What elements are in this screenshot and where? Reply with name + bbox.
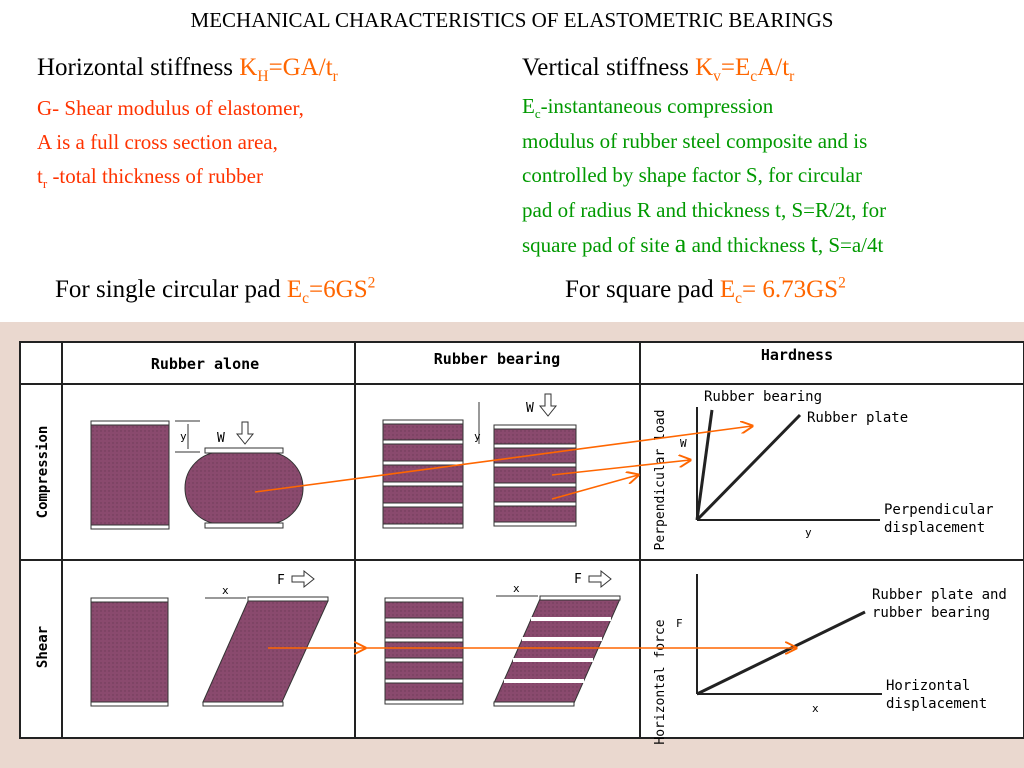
graph1-curve1-label: Rubber bearing — [704, 389, 822, 405]
svg-text:F: F — [277, 573, 285, 588]
svg-text:F: F — [676, 617, 683, 630]
bearing-characteristics-figure: Rubber alone Rubber bearing Hardness Com… — [0, 322, 1024, 768]
svg-text:y: y — [180, 430, 187, 443]
load-arrow-icon — [235, 421, 255, 445]
laminated-bearing-sheared — [493, 595, 621, 707]
horizontal-stiffness-formula: KH=GA/tr — [239, 54, 338, 85]
shear-force-arrow-icon — [291, 569, 315, 589]
graph2-curve-label-2: rubber bearing — [872, 605, 990, 621]
left-definitions: G- Shear modulus of elastomer, A is a fu… — [37, 91, 304, 193]
circular-pad-formula: For single circular pad Ec=6GS2 — [55, 274, 376, 307]
horizontal-stiffness-heading: Horizontal stiffness KH=GA/tr — [37, 54, 338, 85]
graph2-xlabel-1: Horizontal — [886, 678, 970, 694]
svg-text:x: x — [812, 702, 819, 715]
svg-text:W: W — [217, 431, 225, 446]
rubber-bearing-curve — [695, 409, 714, 521]
bearing-table-svg: Rubber alone Rubber bearing Hardness Com… — [19, 341, 1024, 745]
laminated-bearing-unloaded — [382, 419, 464, 529]
vertical-stiffness-heading: Vertical stiffness Kv=EcA/tr — [522, 54, 795, 85]
shear-modulus-definition: G- Shear modulus of elastomer, — [37, 96, 304, 120]
svg-text:F: F — [574, 572, 582, 587]
graph1-curve2-label: Rubber plate — [807, 410, 908, 426]
vertical-stiffness-formula: Kv=EcA/tr — [695, 54, 795, 85]
annotation-arrow-bearing — [551, 460, 690, 476]
area-definition: A is a full cross section area, — [37, 130, 278, 154]
graph1-xlabel-1: Perpendicular — [884, 502, 994, 518]
load-arrow-icon — [538, 393, 558, 417]
ec-line-3: controlled by shape factor S, for circul… — [522, 163, 862, 187]
svg-text:y: y — [474, 430, 481, 443]
shear-force-arrow-icon — [588, 569, 612, 589]
rubber-block-shear-unloaded — [90, 601, 169, 703]
thickness-definition: tr -total thickness of rubber — [37, 164, 263, 192]
ec-line-5: square pad of site a and thickness t, S=… — [522, 229, 884, 258]
right-definitions: Ec-instantaneous compression modulus of … — [522, 89, 886, 263]
row-label-compression: Compression — [35, 426, 51, 519]
svg-text:W: W — [680, 437, 687, 450]
laminated-bearing-loaded — [493, 424, 577, 527]
svg-text:x: x — [513, 582, 520, 595]
svg-text:W: W — [526, 401, 534, 416]
svg-text:x: x — [222, 584, 229, 597]
ec-line-2: modulus of rubber steel composite and is — [522, 128, 868, 153]
annotation-arrow-bearing-2 — [551, 475, 638, 500]
header-rubber-bearing: Rubber bearing — [434, 350, 560, 368]
compression-graph: Rubber bearing Rubber plate Perpendicula… — [653, 389, 994, 550]
ec-definition: Ec-instantaneous compression — [522, 94, 774, 122]
square-pad-formula: For square pad Ec= 6.73GS2 — [565, 274, 846, 307]
ec-line-4: pad of radius R and thickness t, S=R/2t,… — [522, 197, 887, 222]
graph1-ylabel: Perpendicular load — [653, 410, 668, 551]
annotation-arrow-plate — [254, 426, 752, 493]
graph2-ylabel: Horizontal force — [653, 619, 668, 744]
row-label-shear: Shear — [35, 626, 51, 668]
header-hardness: Hardness — [761, 346, 833, 364]
rubber-plate-curve — [695, 413, 802, 522]
svg-text:y: y — [805, 526, 812, 539]
vertical-stiffness-label: Vertical stiffness — [522, 54, 696, 81]
laminated-bearing-shear-unloaded — [384, 597, 464, 705]
graph2-xlabel-2: displacement — [886, 696, 987, 712]
header-rubber-alone: Rubber alone — [151, 355, 259, 373]
rubber-block-unloaded — [90, 424, 170, 526]
shear-graph: Rubber plate and rubber bearing Horizont… — [653, 574, 1007, 745]
horizontal-stiffness-label: Horizontal stiffness — [37, 54, 240, 81]
graph2-curve-label-1: Rubber plate and — [872, 587, 1007, 603]
rubber-plate-and-bearing-curve — [696, 610, 866, 696]
graph1-xlabel-2: displacement — [884, 520, 985, 536]
page-title: MECHANICAL CHARACTERISTICS OF ELASTOMETR… — [190, 8, 834, 32]
